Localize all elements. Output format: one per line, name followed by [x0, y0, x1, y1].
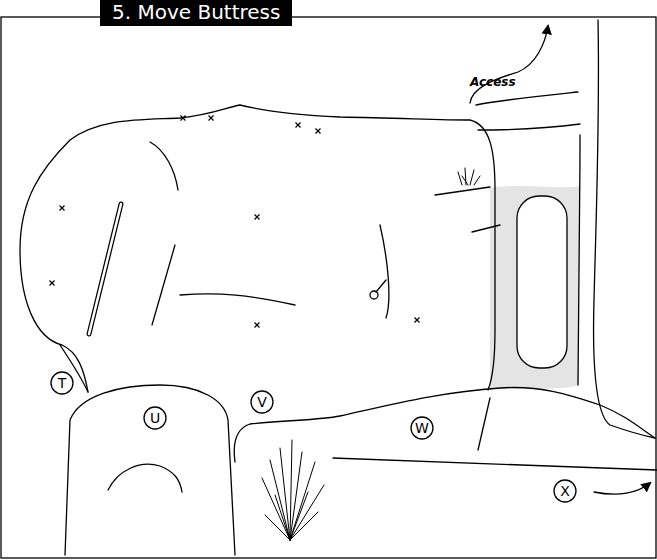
grass-tuft — [458, 168, 480, 185]
access-label: Access — [470, 75, 516, 89]
thread-sling — [376, 280, 386, 292]
bolt — [415, 318, 420, 323]
callout-letter: W — [415, 421, 429, 435]
callout-circle-outline — [251, 391, 273, 413]
crack — [180, 294, 295, 305]
callout-circle-outline — [411, 417, 433, 439]
access-ledge — [476, 92, 578, 105]
gully-wall — [594, 20, 655, 438]
crack — [472, 225, 500, 232]
route-callout: U — [143, 406, 167, 430]
gully-shade — [490, 186, 580, 390]
route-callout: W — [410, 416, 434, 440]
crack — [150, 142, 178, 190]
bolt — [209, 116, 214, 121]
callout-letter: V — [257, 395, 267, 409]
bolt — [316, 129, 321, 134]
route-callout: T — [50, 371, 74, 395]
route-callout: V — [250, 390, 274, 414]
crack — [380, 225, 389, 318]
callout-letter: U — [150, 411, 160, 425]
groove — [89, 204, 121, 334]
crack — [478, 398, 490, 450]
access-arrow — [470, 26, 548, 103]
route-callout: X — [553, 479, 577, 503]
callout-circle-outline — [144, 407, 166, 429]
callout-letter: T — [58, 376, 67, 390]
bolt — [255, 215, 260, 220]
frame — [1, 17, 656, 558]
pillar-outline — [65, 385, 235, 555]
callout-circle-outline — [554, 480, 576, 502]
pillar-arch — [108, 464, 182, 492]
callout-circle-outline — [51, 372, 73, 394]
crack — [435, 187, 490, 195]
thread — [370, 291, 378, 299]
buttress-outline — [20, 105, 495, 392]
bolt — [60, 206, 65, 211]
gully-wall — [578, 135, 580, 385]
groove — [89, 204, 121, 334]
grass-bush — [262, 440, 324, 540]
ground-line — [333, 458, 657, 470]
buttress-base — [234, 387, 655, 462]
bolt — [181, 116, 186, 121]
crack — [152, 245, 175, 325]
bolt — [255, 323, 260, 328]
gully-block — [517, 196, 567, 368]
bolt — [296, 123, 301, 128]
callout-letter: X — [560, 484, 570, 498]
access-ledge — [478, 124, 580, 130]
route-arrow — [594, 483, 650, 494]
bolts — [50, 116, 420, 328]
bolt — [50, 281, 55, 286]
title-banner: 5. Move Buttress — [100, 0, 292, 26]
